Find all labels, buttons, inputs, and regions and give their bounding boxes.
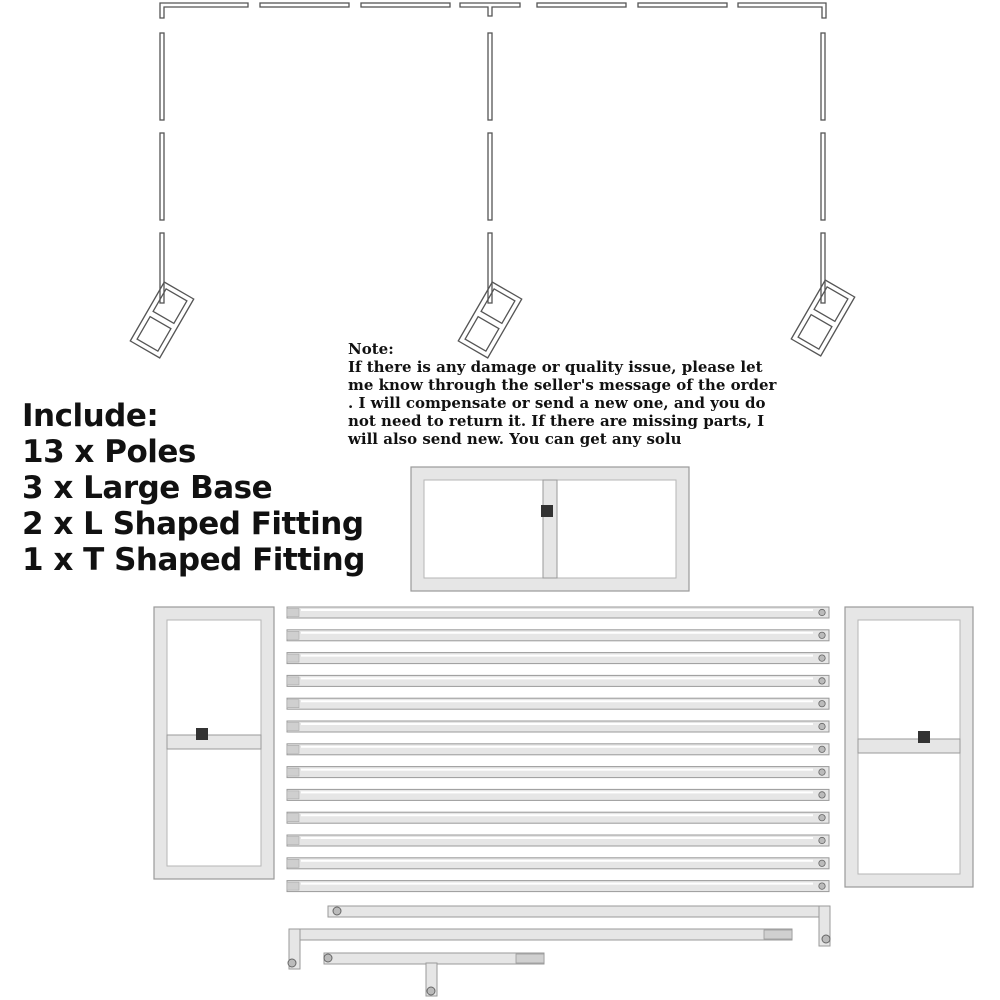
note-line: me know through the seller's message of … (348, 376, 777, 394)
large-base-left (153, 606, 275, 880)
pole (286, 880, 830, 893)
large-base-top (410, 466, 690, 592)
pole (286, 766, 830, 779)
large-base-right (844, 606, 974, 888)
pole (286, 697, 830, 710)
note-block: Note: If there is any damage or quality … (348, 340, 808, 448)
poles-group (286, 606, 830, 893)
assembled-frame-diagram (129, 2, 856, 359)
include-item: 13 x Poles (22, 434, 196, 470)
include-heading: Include: (22, 398, 159, 434)
right-upright (820, 32, 826, 304)
pole (286, 674, 830, 687)
note-line: If there is any damage or quality issue,… (348, 358, 763, 376)
left-upright (159, 32, 165, 304)
note-line: will also send new. You can get any solu (348, 430, 682, 448)
include-item: 3 x Large Base (22, 470, 273, 506)
base-diagram-right (790, 279, 856, 357)
top-crossbar (159, 2, 827, 19)
include-item: 1 x T Shaped Fitting (22, 542, 365, 578)
pole (286, 811, 830, 824)
pole (286, 652, 830, 665)
pole (286, 834, 830, 847)
middle-upright (487, 32, 493, 304)
note-heading: Note: (348, 340, 394, 358)
l-shaped-fitting-1 (327, 905, 831, 947)
note-line: not need to return it. If there are miss… (348, 412, 765, 430)
pole (286, 720, 830, 733)
include-item: 2 x L Shaped Fitting (22, 506, 364, 542)
base-diagram-left (129, 281, 195, 359)
note-line: . I will compensate or send a new one, a… (348, 394, 766, 412)
pole (286, 606, 830, 619)
pole (286, 743, 830, 756)
t-shaped-fitting (323, 952, 545, 997)
pole (286, 629, 830, 642)
pole (286, 788, 830, 801)
l-shaped-fitting-2 (287, 928, 793, 970)
base-diagram-middle (457, 281, 523, 359)
pole (286, 857, 830, 870)
include-list: Include: 13 x Poles 3 x Large Base 2 x L… (22, 398, 412, 578)
